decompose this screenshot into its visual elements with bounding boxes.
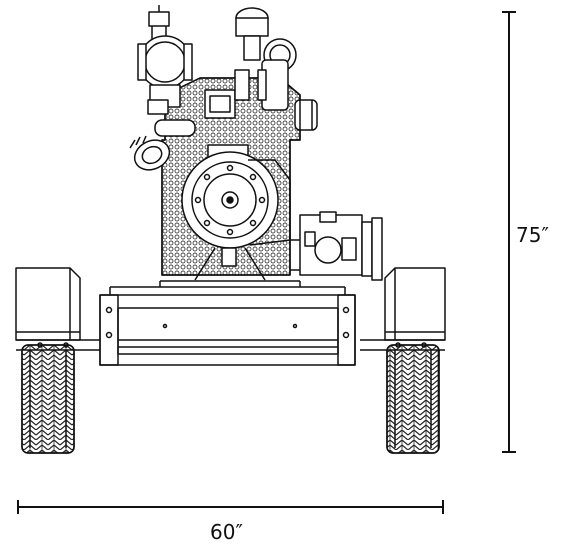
left-fender	[15, 267, 100, 351]
right-wheel	[386, 344, 440, 454]
exhaust-stack	[235, 7, 318, 131]
alternator	[129, 135, 171, 171]
height-dimension-line	[502, 11, 516, 453]
trailer-chassis	[99, 280, 356, 366]
right-fender	[360, 267, 446, 351]
intake-pipe	[137, 5, 193, 115]
width-label: 60″	[210, 520, 243, 544]
width-dimension-line	[17, 500, 444, 514]
pump-housing	[181, 144, 291, 281]
left-wheel	[21, 344, 75, 454]
height-label: 75″	[516, 223, 549, 247]
discharge-valve	[290, 211, 383, 281]
